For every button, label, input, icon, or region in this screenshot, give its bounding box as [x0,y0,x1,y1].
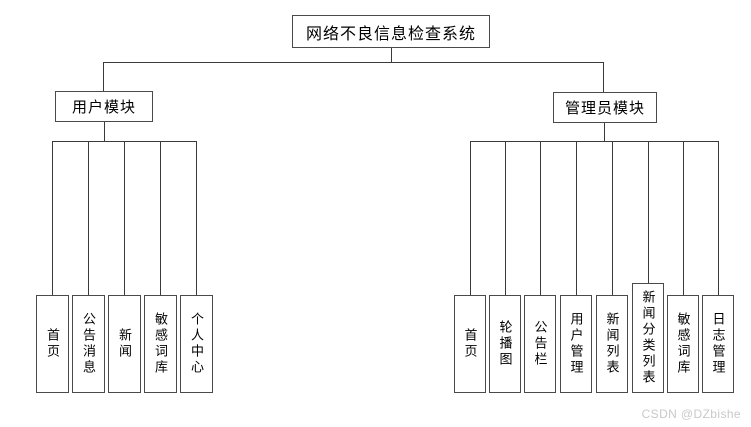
node-leaf-admin-user-manage[interactable]: 用户管理 [560,295,592,393]
node-module-user-label: 用户模块 [71,99,136,116]
connector-root-bus [103,62,603,63]
connector-admin-news-list [612,141,613,295]
connector-admin-log [718,141,719,295]
connector-user-module-stem [104,122,105,141]
node-leaf-user-home-label: 首页 [45,328,60,360]
node-leaf-admin-news-list[interactable]: 新闻列表 [596,295,628,393]
connector-root-to-user-module [103,62,104,91]
connector-admin-bulletin [540,141,541,295]
node-leaf-user-profile-label: 个人中心 [189,312,204,376]
node-leaf-admin-news-category[interactable]: 新闻分类列表 [632,283,664,393]
connector-user-sensitive [160,141,161,295]
connector-admin-home [470,141,471,295]
node-leaf-admin-bulletin[interactable]: 公告栏 [524,295,556,393]
connector-root-to-admin-module [603,62,604,92]
node-module-admin-label: 管理员模块 [564,100,645,117]
node-root-system[interactable]: 网络不良信息检查系统 [292,15,490,48]
node-leaf-user-home[interactable]: 首页 [36,295,69,393]
node-leaf-admin-carousel[interactable]: 轮播图 [489,295,521,393]
node-leaf-user-news[interactable]: 新闻 [108,295,141,393]
node-leaf-admin-sensitive-label: 敏感词库 [675,312,691,376]
connector-admin-news-category [648,141,649,283]
node-leaf-admin-user-manage-label: 用户管理 [568,312,584,376]
connector-admin-user-manage [576,141,577,295]
node-module-admin[interactable]: 管理员模块 [553,92,657,123]
node-leaf-user-notice-label: 公告消息 [81,312,96,376]
node-leaf-admin-log[interactable]: 日志管理 [702,295,734,393]
node-leaf-admin-carousel-label: 轮播图 [497,320,513,368]
connector-admin-module-stem [604,123,605,141]
node-leaf-user-profile[interactable]: 个人中心 [180,295,213,393]
node-leaf-admin-bulletin-label: 公告栏 [532,320,548,368]
node-leaf-admin-news-list-label: 新闻列表 [604,312,620,376]
node-leaf-admin-sensitive[interactable]: 敏感词库 [667,295,699,393]
connector-user-profile [196,141,197,295]
node-leaf-user-sensitive[interactable]: 敏感词库 [144,295,177,393]
node-leaf-user-sensitive-label: 敏感词库 [153,312,168,376]
connector-admin-module-bus [470,141,718,142]
node-leaf-admin-log-label: 日志管理 [710,312,726,376]
node-leaf-admin-news-category-label: 新闻分类列表 [640,290,656,386]
connector-admin-carousel [505,141,506,295]
watermark-text: CSDN @DZbishe [641,407,741,421]
node-module-user[interactable]: 用户模块 [55,91,153,122]
node-leaf-admin-home-label: 首页 [462,328,478,360]
connector-admin-sensitive [683,141,684,295]
connector-user-home [52,141,53,295]
connector-root-stem [391,48,392,62]
node-leaf-user-news-label: 新闻 [117,328,132,360]
node-leaf-user-notice[interactable]: 公告消息 [72,295,105,393]
node-leaf-admin-home[interactable]: 首页 [454,295,486,393]
connector-user-notice [88,141,89,295]
connector-user-news [124,141,125,295]
node-root-label: 网络不良信息检查系统 [305,25,476,43]
